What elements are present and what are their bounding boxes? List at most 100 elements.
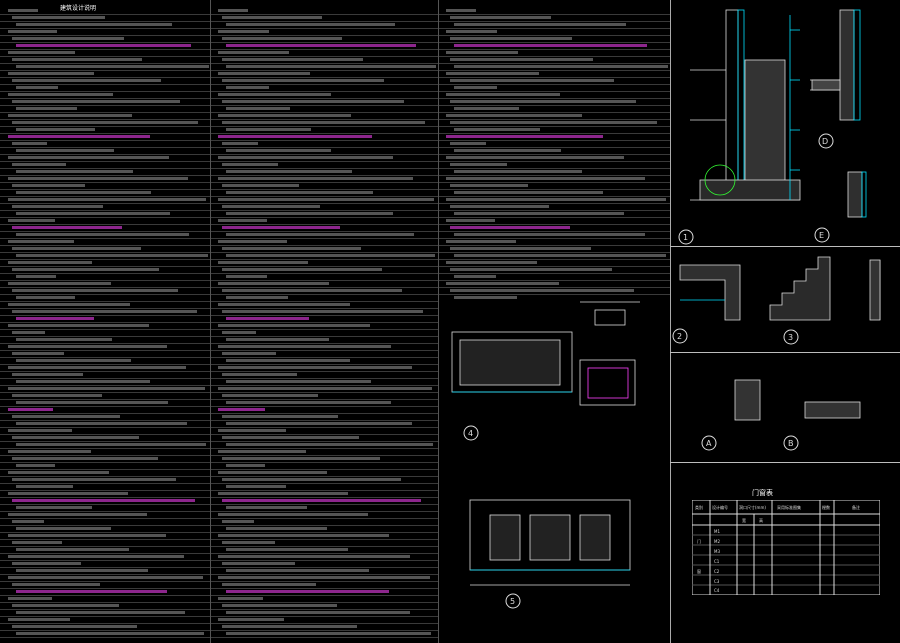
spec-text-bar [446, 72, 540, 75]
spec-rule-line [0, 42, 210, 43]
spec-rule-line [210, 140, 438, 141]
spec-text-bar [226, 212, 394, 215]
spec-rule-line [210, 567, 438, 568]
spec-text-bar [16, 86, 58, 89]
detail-label-a: A [706, 439, 712, 448]
spec-rule-line [0, 637, 210, 638]
spec-rule-line [210, 392, 438, 393]
spec-text-bar [226, 23, 396, 26]
spec-rule-line [210, 630, 438, 631]
door-table-header-code: 设计编号 [712, 504, 728, 510]
spec-rule-line [0, 28, 210, 29]
spec-text-bar [12, 415, 121, 418]
spec-text-bar [222, 100, 405, 103]
spec-rule-line [210, 273, 438, 274]
spec-text-bar [8, 429, 72, 432]
spec-text-bar [450, 163, 507, 166]
spec-rule-line [210, 546, 438, 547]
sheet-divider [670, 246, 900, 247]
spec-text-bar [218, 156, 393, 159]
sheet-divider [670, 352, 900, 353]
spec-rule-line [0, 602, 210, 603]
spec-text-bar [16, 401, 169, 404]
spec-rule-line [210, 623, 438, 624]
spec-rule-line [0, 371, 210, 372]
spec-text-bar [8, 345, 168, 348]
spec-text-bar [12, 604, 119, 607]
spec-text-bar [218, 30, 269, 33]
spec-text-bar [8, 576, 203, 579]
spec-text-bar [222, 58, 363, 61]
spec-rule-line [0, 336, 210, 337]
spec-rule-line [438, 28, 670, 29]
spec-text-bar [454, 233, 646, 236]
spec-text-bar [12, 478, 177, 481]
spec-text-bar [16, 23, 172, 26]
spec-rule-line [0, 364, 210, 365]
spec-text-bar [450, 205, 550, 208]
spec-text-bar [450, 79, 615, 82]
spec-text-bar [226, 338, 330, 341]
spec-text-bar [16, 422, 188, 425]
door-table-row-3: M3 [714, 549, 720, 554]
spec-text-bar [16, 212, 171, 215]
spec-text-bar [226, 464, 266, 467]
spec-text-bar [12, 184, 85, 187]
spec-text-bar [218, 576, 431, 579]
spec-rule-line [438, 224, 670, 225]
spec-text-bar [454, 212, 625, 215]
spec-text-bar [12, 16, 105, 19]
spec-text-bar [450, 289, 634, 292]
spec-rule-line [210, 532, 438, 533]
spec-text-bar [8, 555, 185, 558]
spec-text-bar [16, 191, 152, 194]
spec-text-bar [12, 541, 63, 544]
spec-rule-line [438, 70, 670, 71]
spec-text-bar [8, 597, 52, 600]
spec-rule-line [0, 574, 210, 575]
spec-text-bar [218, 366, 412, 369]
spec-rule-line [0, 105, 210, 106]
spec-text-bar [226, 170, 352, 173]
spec-text-bar [446, 135, 603, 138]
spec-rule-line [438, 252, 670, 253]
spec-text-bar [8, 114, 132, 117]
sheet-divider [670, 462, 900, 463]
spec-rule-line [0, 273, 210, 274]
spec-text-bar [450, 226, 571, 229]
detail-3-stair [769, 256, 881, 321]
spec-text-bar [218, 597, 264, 600]
spec-text-bar [218, 198, 435, 201]
spec-text-bar [12, 352, 65, 355]
spec-rule-line [210, 357, 438, 358]
spec-rule-line [0, 210, 210, 211]
spec-rule-line [210, 609, 438, 610]
spec-text-bar [8, 261, 93, 264]
spec-rule-line [438, 56, 670, 57]
spec-rule-line [210, 455, 438, 456]
spec-rule-line [0, 532, 210, 533]
spec-rule-line [210, 35, 438, 36]
spec-rule-line [210, 91, 438, 92]
spec-rule-line [0, 483, 210, 484]
spec-rule-line [0, 392, 210, 393]
spec-rule-line [210, 42, 438, 43]
spec-rule-line [0, 133, 210, 134]
spec-rule-line [210, 371, 438, 372]
spec-rule-line [0, 140, 210, 141]
column-divider [210, 0, 211, 643]
spec-text-bar [12, 289, 178, 292]
spec-text-bar [12, 625, 138, 628]
spec-text-bar [222, 583, 316, 586]
spec-rule-line [210, 161, 438, 162]
spec-rule-line [438, 133, 670, 134]
spec-rule-line [210, 511, 438, 512]
spec-rule-line [210, 301, 438, 302]
spec-rule-line [210, 14, 438, 15]
door-table-row-2: M2 [714, 539, 720, 544]
spec-text-bar [12, 562, 82, 565]
spec-text-bar [454, 86, 498, 89]
spec-text-bar [218, 114, 352, 117]
spec-text-bar [16, 317, 94, 320]
detail-marker-e [814, 227, 830, 243]
